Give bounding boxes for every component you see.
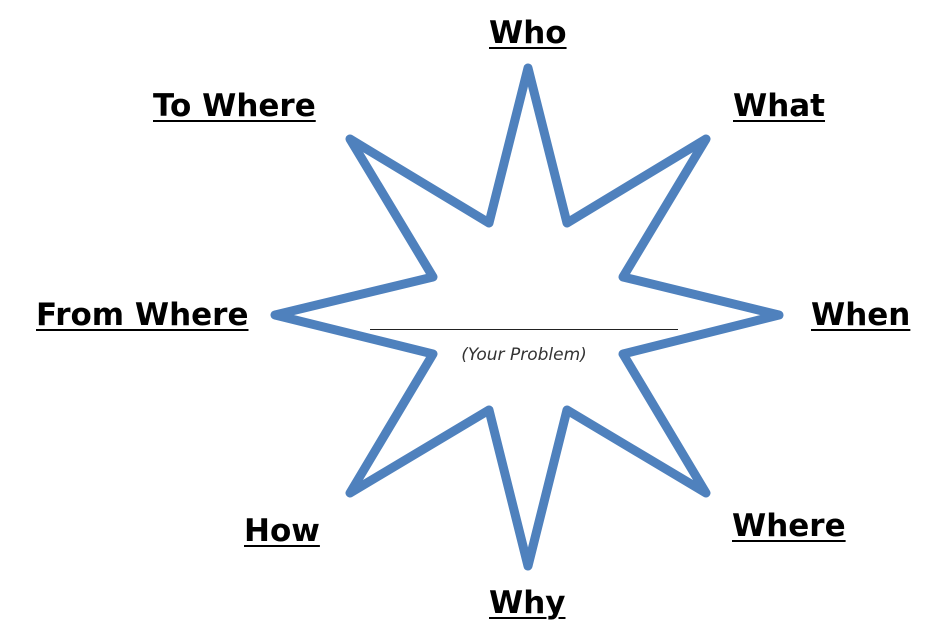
problem-caption: (Your Problem) [461,345,587,365]
problem-blank-line [370,329,678,330]
label-why: Why [489,585,566,621]
label-to-where: To Where [153,88,316,124]
label-where: Where [732,508,846,544]
label-what: What [733,88,826,124]
label-from-where: From Where [36,297,249,333]
star-outline [270,63,784,571]
label-who: Who [489,15,567,51]
label-when: When [811,297,911,333]
label-how: How [244,513,320,549]
